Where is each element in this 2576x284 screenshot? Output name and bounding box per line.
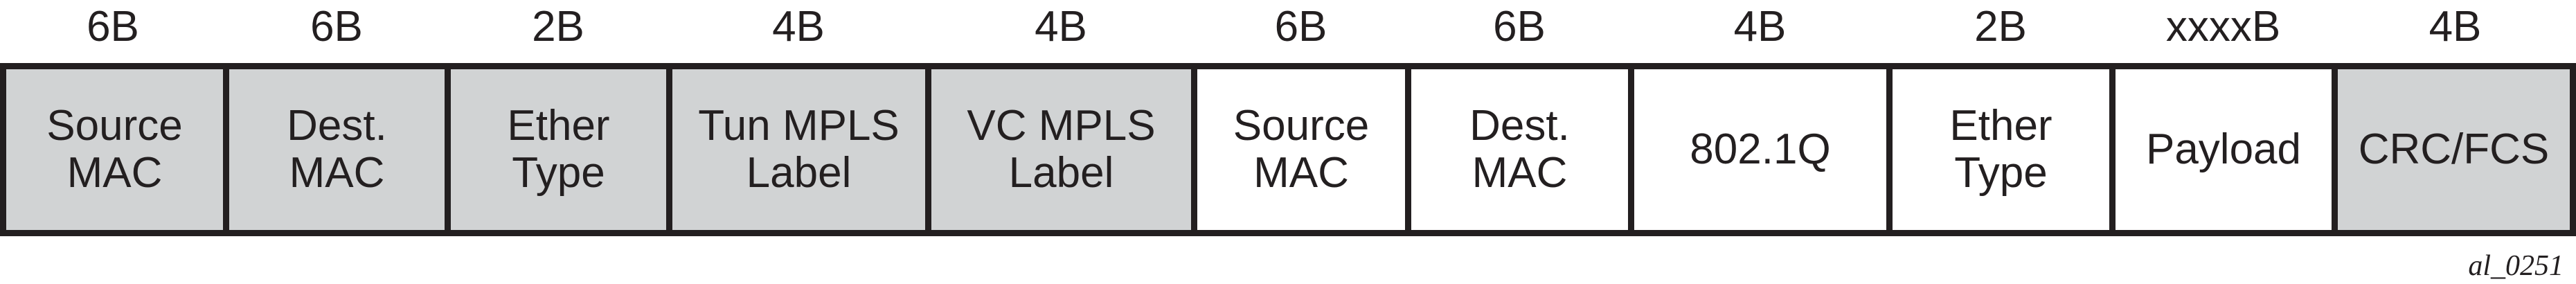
field-size-label: 6B bbox=[1274, 3, 1327, 51]
packet-field-cell: Source MAC bbox=[1191, 69, 1405, 230]
packet-field-cell: Payload bbox=[2109, 69, 2332, 230]
field-size-label: 4B bbox=[2429, 3, 2482, 51]
packet-field-cell: 802.1Q bbox=[1628, 69, 1886, 230]
packet-field-cell: VC MPLS Label bbox=[925, 69, 1191, 230]
packet-field-cell: Ether Type bbox=[1886, 69, 2109, 230]
packet-field-cell: Tun MPLS Label bbox=[666, 69, 925, 230]
packet-field-label: Ether Type bbox=[1949, 102, 2052, 197]
packet-field-label: Ether Type bbox=[507, 102, 610, 197]
field-size-label: 4B bbox=[772, 3, 825, 51]
packet-field-label: CRC/FCS bbox=[2358, 125, 2550, 173]
packet-field-label: Payload bbox=[2145, 125, 2302, 173]
field-size-label: 4B bbox=[1035, 3, 1087, 51]
packet-field-cell: Dest. MAC bbox=[223, 69, 445, 230]
field-size-label: 6B bbox=[1493, 3, 1546, 51]
packet-field-label: Dest. MAC bbox=[1469, 102, 1570, 197]
packet-field-cell: Dest. MAC bbox=[1405, 69, 1628, 230]
packet-field-label: 802.1Q bbox=[1690, 125, 1831, 173]
packet-field-cell: Ether Type bbox=[445, 69, 666, 230]
packet-field-label: VC MPLS Label bbox=[967, 102, 1156, 197]
field-size-label: xxxxB bbox=[2165, 3, 2281, 51]
packet-frame: Source MAC Dest. MAC Ether Type Tun MPLS La… bbox=[0, 63, 2576, 236]
packet-field-label: Source MAC bbox=[1233, 102, 1370, 197]
packet-field-cell: Source MAC bbox=[6, 69, 223, 230]
field-size-label: 6B bbox=[87, 3, 139, 51]
field-size-label: 2B bbox=[1974, 3, 2027, 51]
field-size-label: 2B bbox=[532, 3, 584, 51]
field-size-label: 6B bbox=[310, 3, 363, 51]
field-size-label: 4B bbox=[1733, 3, 1787, 51]
packet-field-label: Dest. MAC bbox=[287, 102, 387, 197]
packet-field-cell: CRC/FCS bbox=[2332, 69, 2570, 230]
packet-field-label: Source MAC bbox=[46, 102, 183, 197]
packet-field-label: Tun MPLS Label bbox=[698, 102, 900, 197]
figure-id-caption: al_0251 bbox=[2468, 250, 2564, 282]
